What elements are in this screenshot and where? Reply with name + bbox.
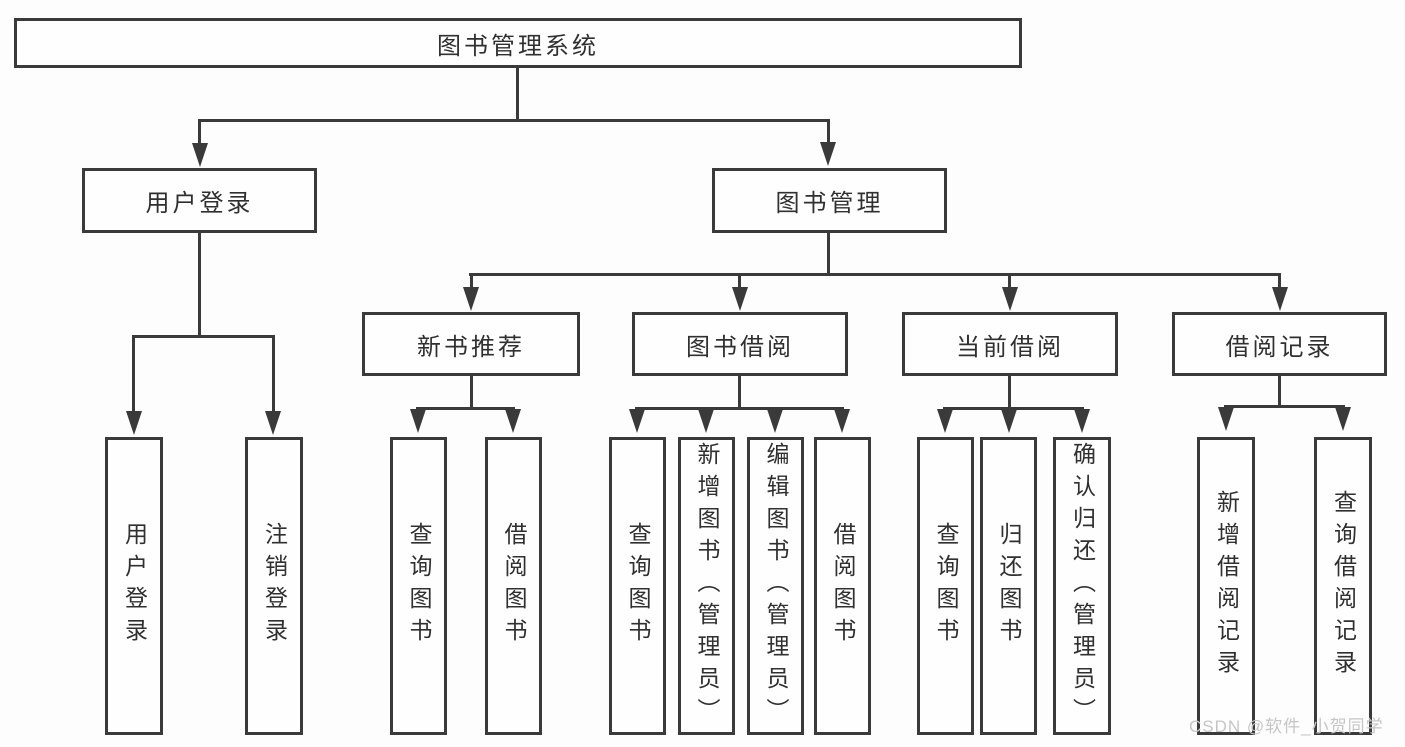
node-label: 当前借阅: [956, 333, 1064, 361]
node-label: 借阅记录: [1225, 333, 1334, 361]
connector-br-stub: [1278, 376, 1281, 408]
leaf-label: 确认归还（管理员）: [1069, 442, 1096, 730]
connector-bm-drop-1: [470, 273, 473, 289]
leaf-nb-query-books: 查询图书: [390, 437, 447, 735]
connector-ul-stub: [198, 233, 201, 338]
node-current-borrowing: 当前借阅: [902, 312, 1118, 376]
arrow-down-icon: [629, 409, 645, 433]
leaf-cb-confirm-return-admin: 确认归还（管理员）: [1053, 437, 1111, 735]
leaf-cb-return-books: 归还图书: [980, 437, 1037, 735]
leaf-label: 新增借阅记录: [1213, 490, 1240, 682]
arrow-down-icon: [1272, 287, 1288, 311]
leaf-bb-edit-books-admin: 编辑图书（管理员）: [747, 437, 804, 735]
node-book-borrowing: 图书借阅: [632, 312, 848, 376]
leaf-bb-query-books: 查询图书: [609, 437, 666, 735]
connector-bb-stub: [738, 376, 741, 410]
connector-cb-bar: [943, 407, 1084, 410]
leaf-label: 注销登录: [261, 522, 288, 650]
csdn-watermark: CSDN @软件_小贺同学: [1189, 717, 1384, 736]
connector-bm-bar: [469, 273, 1281, 276]
connector-root-stub: [516, 68, 519, 122]
connector-bm-drop-2: [738, 273, 741, 289]
arrow-down-icon: [505, 409, 521, 433]
node-library-system: 图书管理系统: [14, 18, 1022, 68]
node-label: 用户登录: [145, 190, 254, 217]
connector-root-drop-left: [198, 119, 201, 147]
arrow-down-icon: [698, 409, 714, 433]
leaf-bb-add-books-admin: 新增图书（管理员）: [678, 437, 735, 735]
connector-br-bar: [1224, 405, 1345, 408]
arrow-down-icon: [937, 409, 953, 433]
leaf-label: 新增图书（管理员）: [694, 442, 720, 730]
connector-bb-bar: [635, 407, 844, 410]
arrow-down-icon: [1218, 407, 1234, 431]
arrow-down-icon: [1001, 409, 1017, 433]
node-borrowing-records: 借阅记录: [1172, 312, 1387, 376]
leaf-cb-query-books: 查询图书: [917, 437, 974, 735]
arrow-down-icon: [732, 287, 748, 311]
connector-bm-stub: [827, 233, 830, 276]
leaf-br-query-borrow-record: 查询借阅记录: [1314, 437, 1372, 735]
leaf-bb-borrow-books: 借阅图书: [814, 437, 871, 735]
leaf-label: 查询借阅记录: [1330, 490, 1357, 682]
node-user-login: 用户登录: [82, 168, 317, 233]
leaf-user-login: 用户登录: [105, 437, 163, 735]
connector-ul-drop-2: [272, 335, 275, 413]
connector-ul-bar: [132, 335, 275, 338]
connector-ul-drop-1: [132, 335, 135, 413]
arrow-down-icon: [1074, 409, 1090, 433]
arrow-down-icon: [1335, 407, 1351, 431]
connector-nb-stub: [470, 376, 473, 410]
leaf-label: 查询图书: [406, 522, 432, 650]
leaf-logout: 注销登录: [245, 437, 303, 735]
arrow-down-icon: [767, 409, 783, 433]
leaf-label: 编辑图书（管理员）: [763, 442, 789, 730]
connector-root-bar: [198, 119, 830, 122]
arrow-down-icon: [410, 409, 426, 433]
leaf-label: 借阅图书: [830, 522, 856, 650]
arrow-down-icon: [463, 287, 479, 311]
connector-bm-drop-4: [1278, 273, 1281, 289]
arrow-down-icon: [265, 411, 281, 435]
arrow-down-icon: [1002, 287, 1018, 311]
node-label: 图书借阅: [686, 333, 794, 361]
leaf-nb-borrow-books: 借阅图书: [485, 437, 542, 735]
leaf-label: 查询图书: [625, 522, 651, 650]
node-label: 新书推荐: [417, 333, 525, 361]
connector-cb-stub: [1008, 376, 1011, 410]
connector-nb-bar: [416, 407, 515, 410]
connector-root-drop-right: [827, 119, 830, 146]
leaf-label: 用户登录: [121, 522, 148, 650]
leaf-br-add-borrow-record: 新增借阅记录: [1197, 437, 1255, 735]
connector-bm-drop-3: [1008, 273, 1011, 289]
node-book-management: 图书管理: [712, 168, 947, 233]
leaf-label: 归还图书: [996, 522, 1022, 650]
node-label: 图书管理: [775, 190, 884, 217]
arrow-down-icon: [820, 142, 836, 166]
node-new-book-recommendation: 新书推荐: [362, 312, 580, 376]
leaf-label: 借阅图书: [501, 522, 527, 650]
arrow-down-icon: [126, 411, 142, 435]
arrow-down-icon: [834, 409, 850, 433]
arrow-down-icon: [192, 143, 208, 167]
leaf-label: 查询图书: [933, 522, 959, 650]
node-label: 图书管理系统: [437, 32, 599, 60]
